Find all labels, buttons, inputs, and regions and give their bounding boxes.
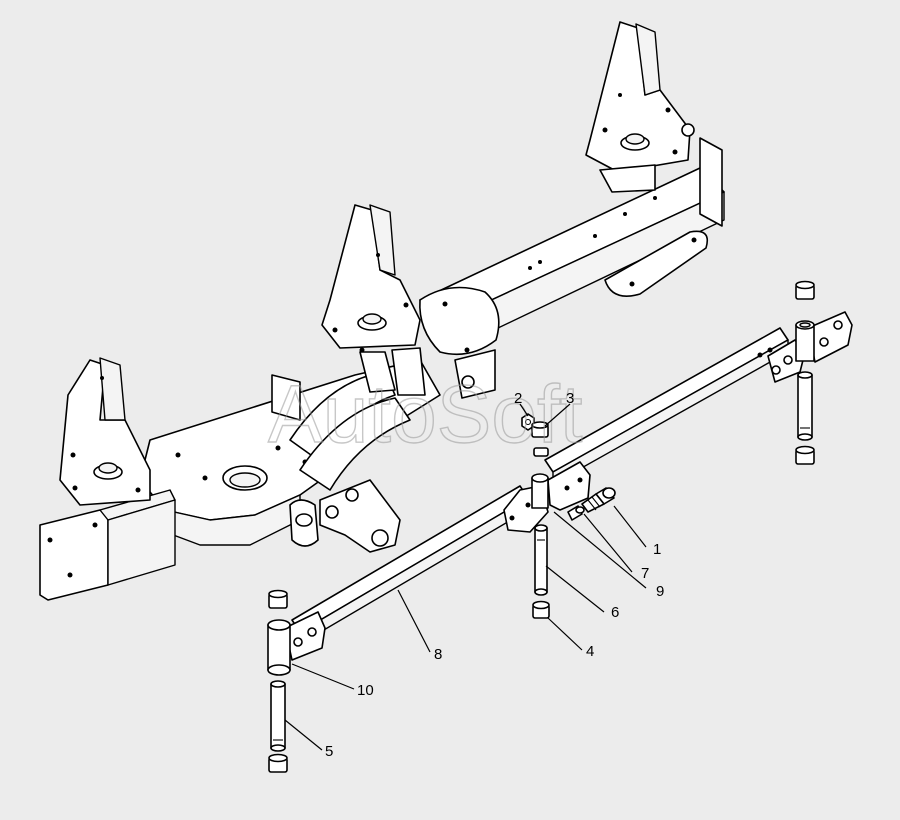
end-joint-right: [767, 311, 853, 383]
beam-lower-plate: [604, 230, 709, 297]
center-joint: [503, 461, 591, 533]
callout-5: 5: [325, 743, 333, 760]
callout-3: 3: [566, 390, 574, 407]
callout-1: 1: [653, 541, 661, 558]
beam-end-cap: [699, 137, 723, 227]
callout-4: 4: [586, 643, 594, 660]
bracket-middle: [321, 204, 426, 396]
arm-bracket: [271, 374, 301, 421]
callout-7: 7: [641, 565, 649, 582]
round-mount-pad: [419, 286, 500, 356]
left-mount-plate: [39, 509, 109, 601]
pin-5: [270, 680, 286, 752]
bushing-4: [532, 600, 550, 619]
nut-3: [531, 421, 549, 457]
bushing-right-bottom: [795, 445, 815, 465]
bushing-left-bottom: [268, 753, 288, 773]
bolt-7: [567, 505, 585, 521]
center-lug-right: [547, 461, 591, 511]
main-frame: [39, 137, 725, 601]
callout-10: 10: [357, 682, 374, 699]
callout-2: 2: [514, 390, 522, 407]
bracket-left: [59, 357, 151, 506]
callout-8: 8: [434, 646, 442, 663]
bracket-right: [585, 21, 695, 193]
callout-labels: 2 3 1 7 9 6 4 8 10 5: [325, 390, 664, 760]
callout-9: 9: [656, 583, 664, 600]
watermark: AutoSoft: [268, 369, 583, 460]
bolt-1: [581, 487, 616, 513]
leader-lines: [284, 403, 647, 751]
pin-6: [534, 524, 548, 596]
bushing-left-top: [268, 589, 288, 609]
bushing-right-top: [795, 280, 815, 300]
end-joint-left: [267, 611, 326, 676]
callout-6: 6: [611, 604, 619, 621]
pin-right: [797, 371, 813, 441]
beam-holes: [528, 196, 657, 270]
